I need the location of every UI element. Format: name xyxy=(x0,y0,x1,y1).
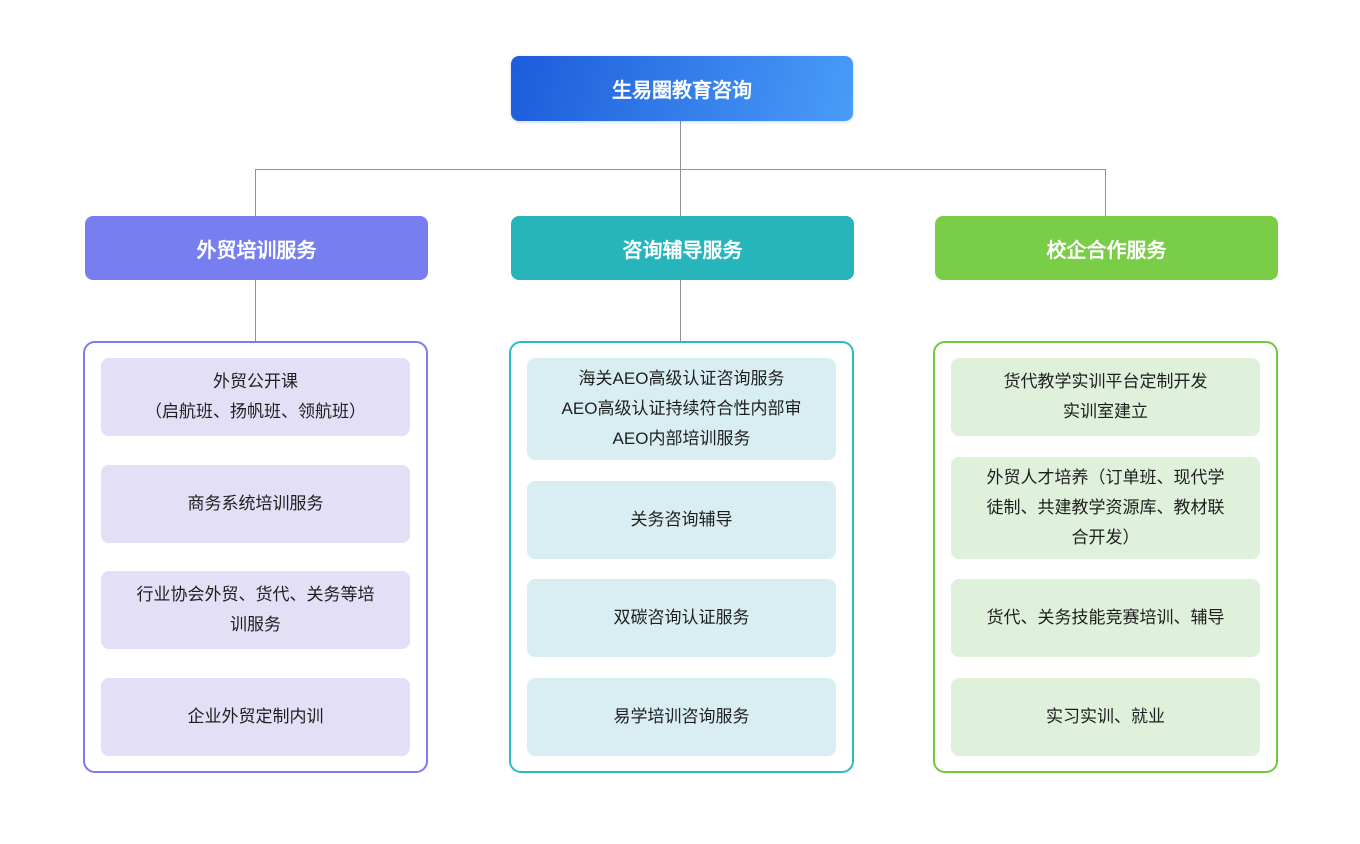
leaf-node: 外贸人才培养（订单班、现代学徒制、共建教学资源库、教材联合开发） xyxy=(951,456,1260,559)
leaf-node: 货代教学实训平台定制开发 实训室建立 xyxy=(951,358,1260,436)
branch-group-school-enterprise: 货代教学实训平台定制开发 实训室建立 外贸人才培养（订单班、现代学徒制、共建教学… xyxy=(933,341,1278,773)
connector-drop-branch1 xyxy=(255,169,256,216)
branch-header-consulting: 咨询辅导服务 xyxy=(511,216,854,280)
branch-header-school-enterprise: 校企合作服务 xyxy=(935,216,1278,280)
connector-stub-branch2 xyxy=(680,280,681,341)
connector-drop-branch2 xyxy=(680,169,681,216)
branch-header-label: 校企合作服务 xyxy=(1046,239,1167,262)
leaf-node: 企业外贸定制内训 xyxy=(101,677,410,756)
leaf-node: 实习实训、就业 xyxy=(951,677,1260,756)
branch-header-trade-training: 外贸培训服务 xyxy=(85,216,428,280)
leaf-node: 商务系统培训服务 xyxy=(101,464,410,543)
root-node: 生易圈教育咨询 xyxy=(511,56,853,121)
branch-group-trade-training: 外贸公开课 （启航班、扬帆班、领航班） 商务系统培训服务 行业协会外贸、货代、关… xyxy=(83,341,428,773)
branch-group-consulting: 海关AEO高级认证咨询服务 AEO高级认证持续符合性内部审 AEO内部培训服务 … xyxy=(509,341,854,773)
connector-stub-branch1 xyxy=(255,280,256,341)
leaf-node: 关务咨询辅导 xyxy=(527,480,836,559)
branch-header-label: 外贸培训服务 xyxy=(196,239,317,262)
connector-root-down xyxy=(680,121,681,169)
leaf-node: 外贸公开课 （启航班、扬帆班、领航班） xyxy=(101,358,410,436)
leaf-node: 双碳咨询认证服务 xyxy=(527,579,836,658)
leaf-node: 行业协会外贸、货代、关务等培训服务 xyxy=(101,571,410,650)
root-node-label: 生易圈教育咨询 xyxy=(612,80,752,102)
leaf-node: 货代、关务技能竞赛培训、辅导 xyxy=(951,579,1260,658)
leaf-node: 海关AEO高级认证咨询服务 AEO高级认证持续符合性内部审 AEO内部培训服务 xyxy=(527,358,836,460)
leaf-node: 易学培训咨询服务 xyxy=(527,677,836,756)
branch-header-label: 咨询辅导服务 xyxy=(622,239,743,262)
connector-drop-branch3 xyxy=(1105,169,1106,216)
